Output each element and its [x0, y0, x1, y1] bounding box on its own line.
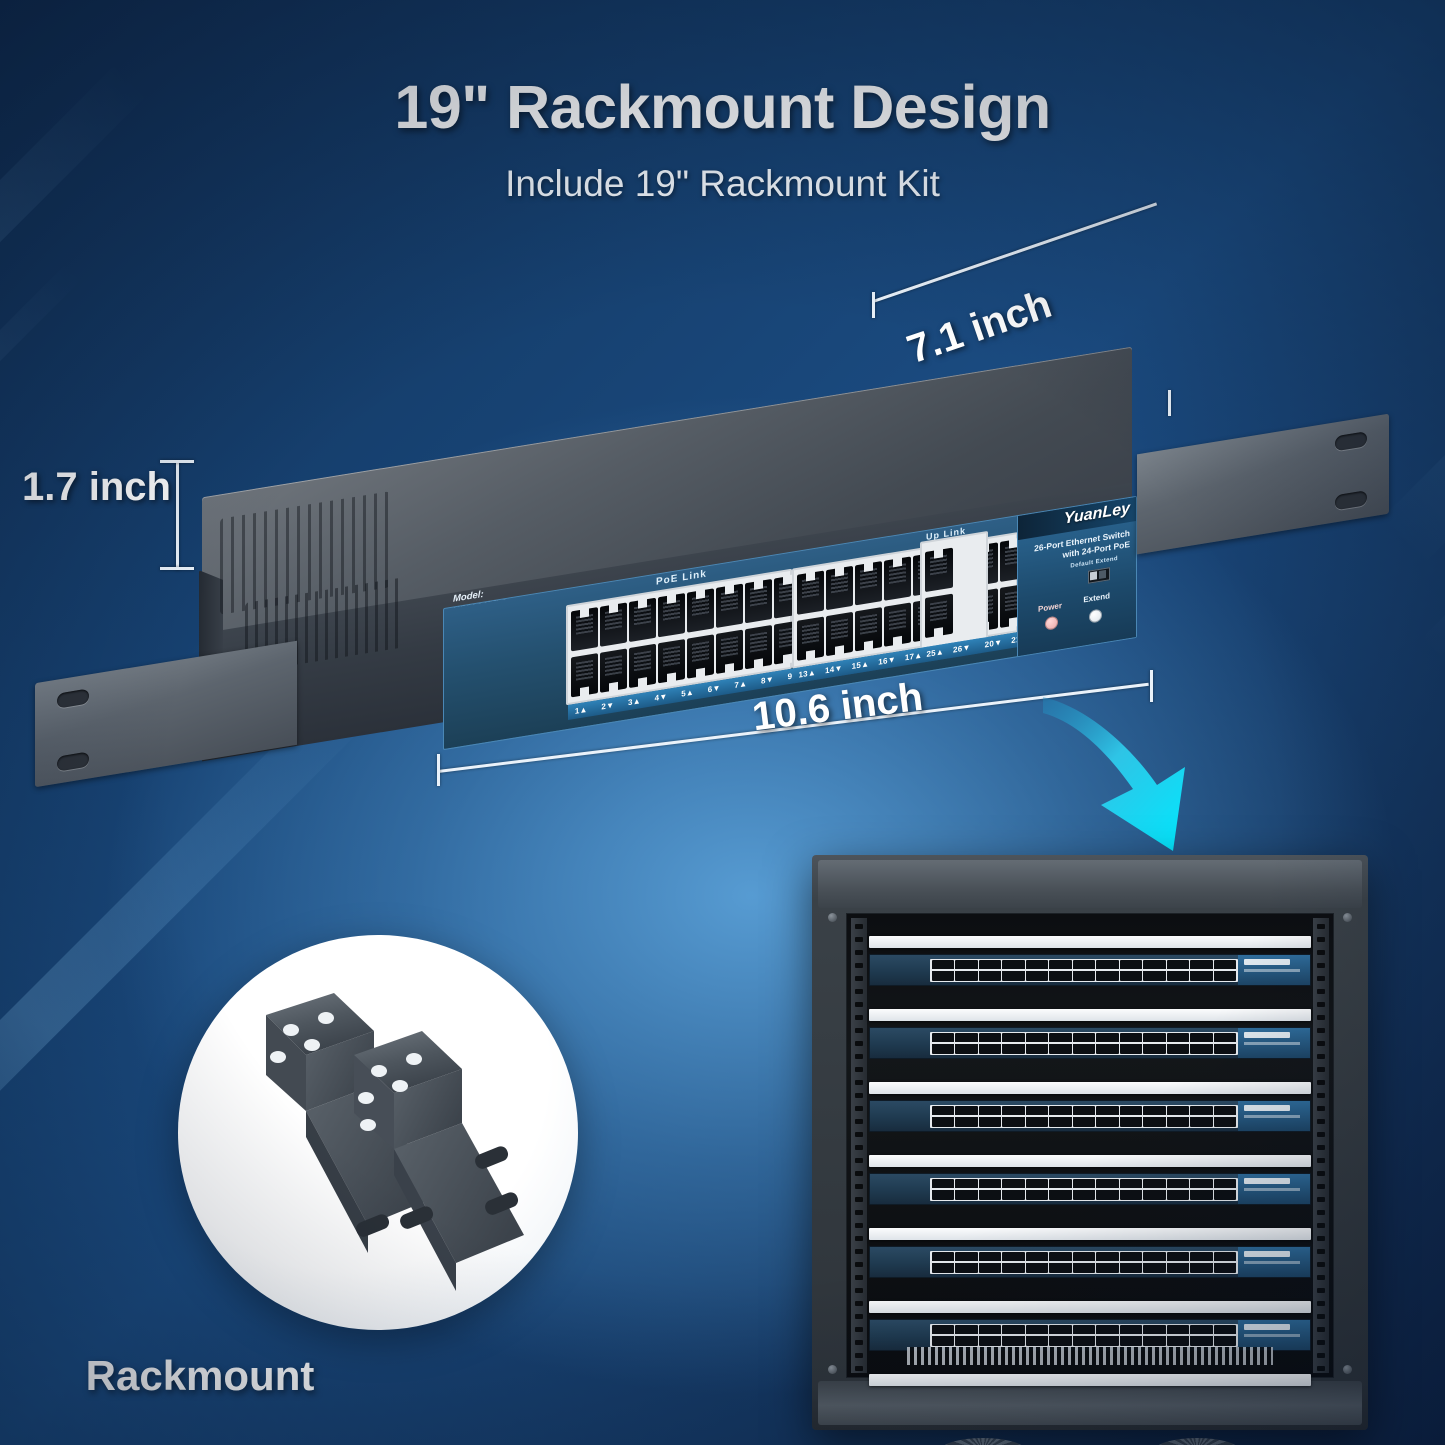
rj45-port	[745, 578, 772, 670]
rj45-port	[600, 602, 627, 693]
width-guide-cap-left	[437, 754, 440, 786]
rj45-port	[925, 547, 953, 639]
rack-shelf	[869, 1374, 1311, 1386]
cabinet-grille	[907, 1347, 1273, 1365]
cabinet-top	[818, 860, 1362, 908]
port-number: 4▼	[654, 691, 668, 703]
port-number: 8▼	[760, 674, 774, 686]
dimension-height-label: 1.7 inch	[22, 465, 171, 509]
cabinet-bottom	[818, 1381, 1362, 1425]
rj45-port	[855, 561, 882, 652]
rackmount-bracket-pair	[266, 993, 524, 1291]
extend-led	[1089, 608, 1102, 624]
rack-mounted-switch	[869, 1173, 1311, 1205]
fan-vent-left	[940, 1438, 1026, 1445]
rj45-port	[658, 593, 685, 684]
brand-panel: YuanLey 26-Port Ethernet Switch with 24-…	[1017, 496, 1136, 657]
rj45-port	[826, 565, 853, 657]
cabinet-interior	[846, 913, 1334, 1386]
extend-led-label: Extend	[1083, 591, 1110, 605]
port-number: 7▲	[734, 678, 748, 691]
mount-rail-right	[1313, 918, 1329, 1373]
mount-rail-left	[851, 918, 867, 1373]
rack-shelf	[869, 936, 1311, 948]
port-number: 26▼	[953, 642, 971, 655]
rackmount-caption: Rackmount	[85, 1352, 315, 1399]
port-number: 16▼	[878, 654, 896, 667]
rack-ear-right	[1137, 413, 1389, 555]
rack-mounted-switch	[869, 954, 1311, 986]
rack-mounted-switch	[869, 1100, 1311, 1132]
rack-shelf	[869, 1301, 1311, 1313]
depth-guide-cap-right	[1168, 390, 1171, 416]
port-number: 3▲	[628, 696, 641, 708]
rack-mounted-switch	[869, 1027, 1311, 1059]
rack-shelf	[869, 1228, 1311, 1240]
port-number: 1▲	[574, 704, 588, 716]
power-led-label: Power	[1037, 600, 1062, 614]
rack-shelf	[869, 1009, 1311, 1021]
port-number: 15▲	[851, 659, 870, 672]
fan-vent-right	[1154, 1438, 1240, 1445]
uplink-port-bank	[920, 530, 988, 650]
rackmount-bracket-inset	[178, 935, 578, 1330]
rj45-port	[687, 588, 714, 679]
dip-switch[interactable]	[1088, 567, 1110, 584]
port-number: 6▼	[707, 683, 721, 695]
port-number: 14▼	[825, 663, 843, 676]
port-number: 13▲	[798, 667, 817, 680]
rack-mounted-switch	[869, 1246, 1311, 1278]
rj45-port	[716, 583, 743, 674]
depth-guide-line	[872, 202, 1158, 303]
rj45-port	[571, 607, 598, 698]
power-led	[1045, 615, 1058, 631]
rack-ear-left	[35, 640, 297, 788]
port-number: 25▲	[926, 647, 945, 659]
page-title: 19" Rackmount Design	[394, 73, 1051, 141]
rack-shelf	[869, 1082, 1311, 1094]
rack-cabinet	[812, 855, 1368, 1445]
rj45-port	[629, 597, 656, 689]
height-guide-line	[176, 462, 179, 570]
page-subtitle: Include 19" Rackmount Kit	[505, 163, 940, 204]
port-number: 2▼	[601, 700, 615, 712]
depth-guide-cap-left	[872, 292, 875, 318]
port-number: 5▲	[681, 687, 695, 699]
flow-arrow-icon	[1043, 697, 1185, 851]
rack-shelf	[869, 1155, 1311, 1167]
port-number: 20▼	[984, 637, 1003, 650]
rj45-port	[797, 570, 824, 661]
height-guide-cap-bottom	[160, 567, 194, 570]
height-guide-cap-top	[160, 460, 194, 463]
rj45-port	[884, 556, 911, 647]
